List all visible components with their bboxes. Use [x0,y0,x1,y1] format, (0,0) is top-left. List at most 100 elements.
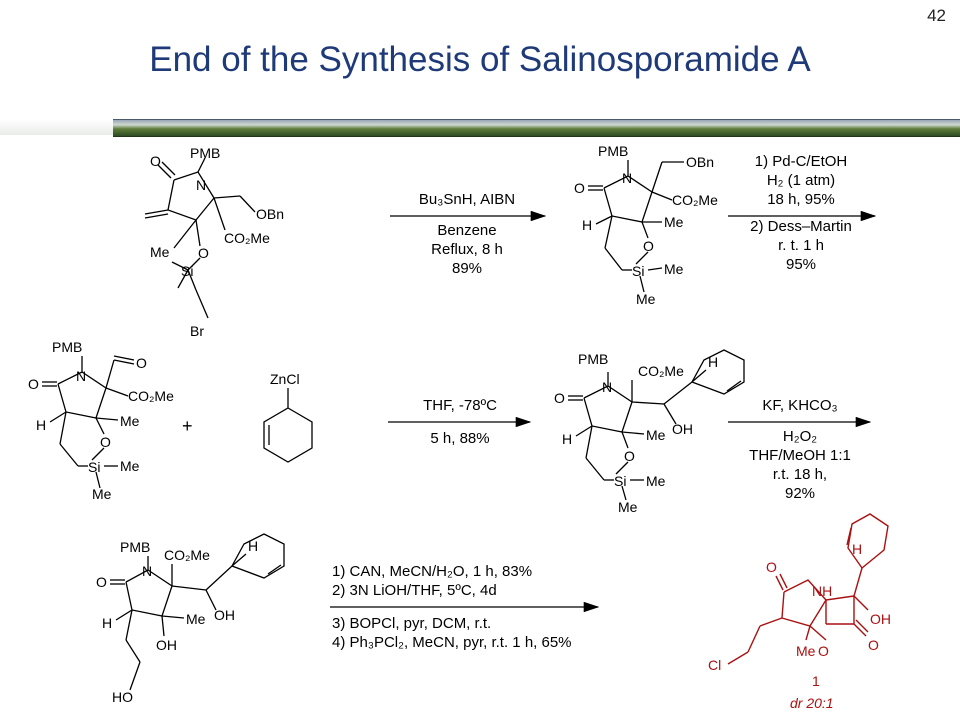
condition-line: 1) CAN, MeCN/H₂O, 1 h, 83% [332,563,533,580]
carbonyl-o-label: O [96,574,107,590]
plus-sign: + [182,416,193,436]
condition-line: r.t. 18 h, [772,466,828,483]
h-label: H [582,217,592,233]
condition-line: 3) BOPCl, pyr, DCM, r.t. [332,615,492,632]
slide-title: End of the Synthesis of Salinosporamide … [149,40,811,79]
product-number: 1 [812,673,820,689]
compound-cyclohexenyl-zinc [263,388,313,463]
conditions-step-4: KF, KHCO₃ H₂O₂ THF/MeOH 1:1 r.t. 18 h, 9… [730,396,870,503]
aldehyde-o-label: O [136,355,147,371]
me-label: Me [646,473,666,489]
me-label: Me [664,261,684,277]
co2me-label: CO₂Me [638,363,684,379]
condition-line: H₂O₂ [782,428,818,445]
n-label: N [142,563,152,579]
condition-line: Bu₃SnH, AIBN [418,191,516,208]
condition-line: 1) Pd-C/EtOH [754,153,848,170]
obn-label: OBn [686,154,714,170]
pmb-label: PMB [120,539,150,555]
conditions-step-2: 1) Pd-C/EtOH H₂ (1 atm) 18 h, 95% 2) Des… [730,152,872,274]
si-label: Si [181,263,193,279]
condition-line: 2) Dess–Martin [750,218,852,235]
pmb-label: PMB [598,143,628,159]
condition-line: r. t. 1 h [778,237,824,254]
compound-bromosilyl-ether [144,157,256,319]
condition-line: 18 h, 95% [767,191,835,208]
zncl-label: ZnCl [270,371,300,387]
me-label: Me [150,244,170,260]
condition-line: 5 h, 88% [430,430,490,447]
condition-line: 2) 3N LiOH/THF, 5ºC, 4d [332,582,497,599]
condition-line: THF/MeOH 1:1 [749,447,851,464]
pmb-label: PMB [190,145,220,161]
h-label: H [102,615,112,631]
compound-aldehyde [42,355,135,489]
conditions-step-1: Bu₃SnH, AIBN Benzene Reflux, 8 h 89% [392,190,542,278]
h-label: H [562,431,572,447]
n-label: N [196,177,206,193]
o-label: O [100,434,111,450]
carbonyl-o-label: O [28,376,39,392]
product-salinosporamide-a [727,513,889,665]
condition-line: 95% [785,256,817,273]
product-dr: dr 20:1 [790,695,834,711]
title-bar [113,119,960,137]
carbonyl-o-label: O [150,153,161,169]
title-bar-fade [0,119,113,135]
ho-label: HO [112,689,133,705]
h-label: H [36,417,46,433]
obn-label: OBn [256,206,284,222]
page-number: 42 [927,6,946,25]
product-oh: OH [870,611,891,627]
me-label: Me [186,611,206,627]
condition-line: Benzene [437,222,497,239]
condition-line: 4) Ph₃PCl₂, MeCN, pyr, r.t. 1 h, 65% [332,634,572,651]
n-label: N [76,368,86,384]
condition-line: KF, KHCO₃ [762,397,838,414]
condition-line: H₂ (1 atm) [766,172,836,189]
condition-line: THF, -78ºC [423,397,497,414]
si-label: Si [632,263,644,279]
me-label: Me [92,486,112,502]
br-label: Br [190,323,204,339]
condition-line: 89% [451,260,483,277]
compound-allylic-alcohol [568,349,745,501]
n-label: N [602,379,612,395]
product-ring-o: O [818,643,829,659]
product-lactone-o: O [868,637,879,653]
co2me-label: CO₂Me [672,192,718,208]
compound-bicyclic-obn [588,160,684,293]
co2me-label: CO₂Me [164,547,210,563]
si-label: Si [614,473,626,489]
co2me-label: CO₂Me [128,388,174,404]
si-label: Si [88,459,100,475]
o-label: O [624,448,635,464]
pmb-label: PMB [52,339,82,355]
h-label: H [248,538,258,554]
carbonyl-o-label: O [554,390,565,406]
compound-diol [110,533,285,691]
oh-label: OH [672,421,693,437]
product-nh: NH [812,583,832,599]
oh-label: OH [214,607,235,623]
me-label: Me [664,214,684,230]
me-label: Me [646,427,666,443]
product-carbonyl-o: O [766,559,777,575]
me-label: Me [618,499,638,515]
carbonyl-o-label: O [574,180,585,196]
pmb-label: PMB [578,351,608,367]
o-label: O [643,238,654,254]
h-label: H [708,354,718,370]
conditions-step-5: 1) CAN, MeCN/H₂O, 1 h, 83% 2) 3N LiOH/TH… [332,562,602,652]
product-cl: Cl [708,657,721,673]
oh-label: OH [156,637,177,653]
product-me: Me [796,643,816,659]
product-h: H [852,541,862,557]
n-label: N [622,170,632,186]
condition-line: 92% [784,485,816,502]
me-label: Me [120,413,140,429]
condition-line: Reflux, 8 h [431,241,503,258]
me-label: Me [636,291,656,307]
o-label: O [198,245,209,261]
